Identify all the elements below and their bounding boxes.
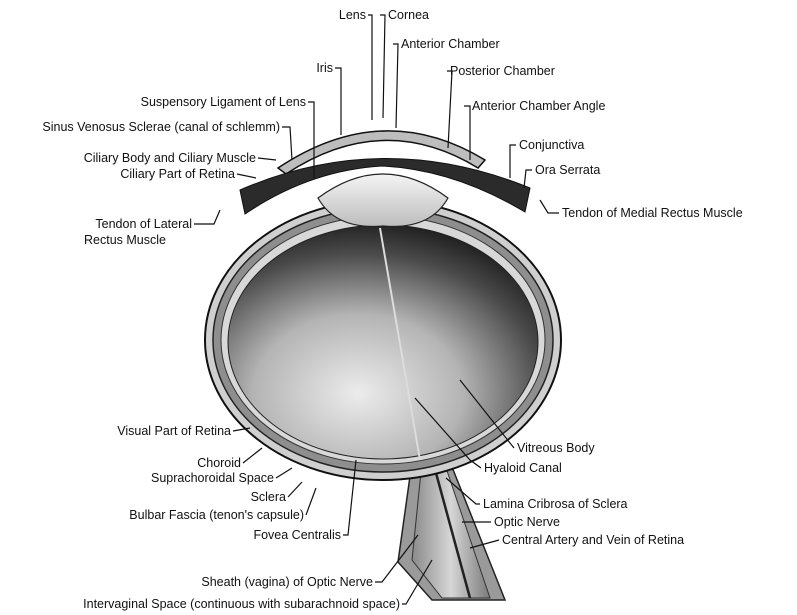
label-choroid: Choroid — [197, 456, 241, 470]
label-anterior-chamber: Anterior Chamber — [401, 37, 500, 51]
label-cornea: Cornea — [388, 8, 429, 22]
label-ora-serrata: Ora Serrata — [535, 163, 600, 177]
label-hyaloid-canal: Hyaloid Canal — [484, 461, 562, 475]
label-central-artery-vein: Central Artery and Vein of Retina — [502, 533, 684, 547]
leader-iris — [335, 68, 341, 135]
label-ciliary-body: Ciliary Body and Ciliary Muscle — [84, 151, 256, 165]
leader-anterior-chamber — [393, 44, 398, 128]
leader-cornea — [380, 15, 385, 118]
label-sinus-venosus: Sinus Venosus Sclerae (canal of schlemm) — [42, 120, 280, 134]
leader-tendon-medial — [540, 200, 559, 213]
leader-tendon-lateral — [194, 210, 220, 224]
label-fovea-centralis: Fovea Centralis — [253, 528, 341, 542]
leader-choroid — [243, 448, 262, 463]
label-suspensory-ligament: Suspensory Ligament of Lens — [141, 95, 306, 109]
label-tendon-lateral-line2: Rectus Muscle — [84, 233, 166, 247]
lens-shape — [318, 174, 448, 226]
label-conjunctiva: Conjunctiva — [519, 138, 584, 152]
label-visual-part-retina: Visual Part of Retina — [117, 424, 231, 438]
label-posterior-chamber: Posterior Chamber — [450, 64, 555, 78]
label-bulbar-fascia: Bulbar Fascia (tenon's capsule) — [129, 508, 304, 522]
label-tendon-lateral-line1: Tendon of Lateral — [95, 217, 192, 231]
leader-sinus-venosus — [282, 127, 292, 160]
label-iris: Iris — [316, 61, 333, 75]
label-lens: Lens — [339, 8, 366, 22]
label-anterior-chamber-angle: Anterior Chamber Angle — [472, 99, 605, 113]
label-sclera: Sclera — [251, 490, 286, 504]
leader-posterior-chamber — [447, 71, 452, 148]
leader-ciliary-part-retina — [237, 174, 256, 178]
leader-conjunctiva — [510, 145, 516, 178]
leader-bulbar-fascia — [306, 488, 316, 515]
label-sheath-optic-nerve: Sheath (vagina) of Optic Nerve — [201, 575, 373, 589]
leader-ciliary-body — [258, 158, 276, 160]
leader-lens — [368, 15, 372, 120]
vitreous-body-shape — [228, 225, 538, 459]
label-tendon-medial: Tendon of Medial Rectus Muscle — [562, 206, 743, 220]
label-ciliary-part-retina: Ciliary Part of Retina — [120, 167, 235, 181]
leader-ora-serrata — [524, 170, 532, 188]
label-vitreous-body: Vitreous Body — [517, 441, 595, 455]
leader-suprachoroidal — [276, 468, 292, 478]
leader-sclera — [288, 482, 302, 497]
label-suprachoroidal-space: Suprachoroidal Space — [151, 471, 274, 485]
label-intervaginal-space: Intervaginal Space (continuous with suba… — [83, 597, 400, 611]
label-lamina-cribrosa: Lamina Cribrosa of Sclera — [483, 497, 628, 511]
label-optic-nerve: Optic Nerve — [494, 515, 560, 529]
